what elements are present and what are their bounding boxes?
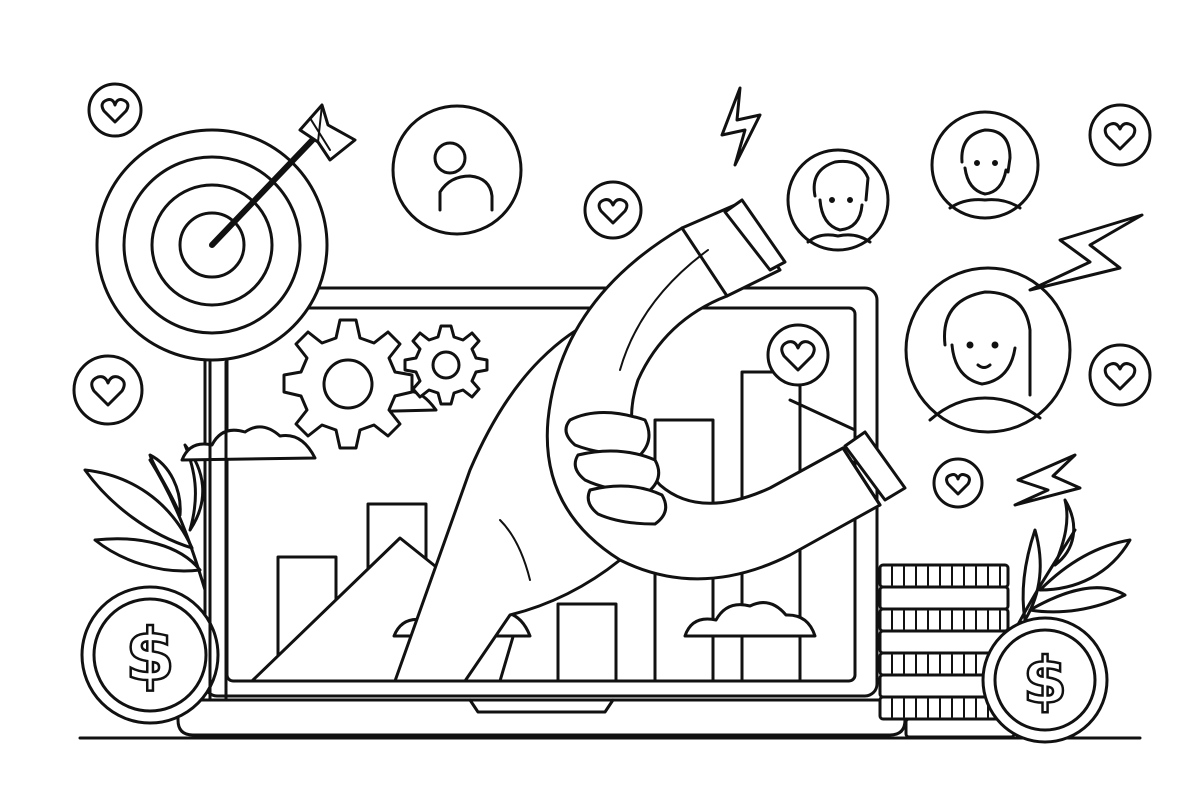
man-avatar-icon [786,148,890,252]
lightning-bolt-icon [1028,213,1144,292]
dollar-coin-left-icon: $ [80,585,220,725]
coin-stack-icon [878,563,1016,739]
target-with-arrow-icon [95,103,357,702]
woman-avatar-icon [904,266,1072,434]
dollar-sign: $ [1023,645,1068,719]
heart-circle-icon [932,457,984,509]
dollar-sign: $ [125,613,175,697]
man-avatar-icon [930,110,1040,220]
laptop-icon [176,286,907,737]
dollar-coin-right-icon: $ [981,616,1109,744]
lightning-bolt-icon [720,86,762,167]
heart-circle-icon [1088,103,1152,167]
user-silhouette-icon [391,104,523,236]
horseshoe-magnet-icon [545,198,907,581]
heart-circle-icon [766,323,830,387]
heart-circle-icon [87,82,143,138]
heart-circle-icon [583,180,643,240]
leaf-branch-left-icon [83,443,207,592]
gear-small-icon [403,324,489,406]
chart-bar [556,602,618,683]
gear-large-icon [282,318,414,450]
cloud-icon [180,425,317,462]
heart-circle-icon [72,354,144,426]
hand-fingers-icon [564,411,668,526]
gears-icon [282,318,489,450]
lightning-bolt-icon [1013,453,1082,507]
cloud-icon [683,601,817,638]
heart-circle-icon [1088,343,1152,407]
